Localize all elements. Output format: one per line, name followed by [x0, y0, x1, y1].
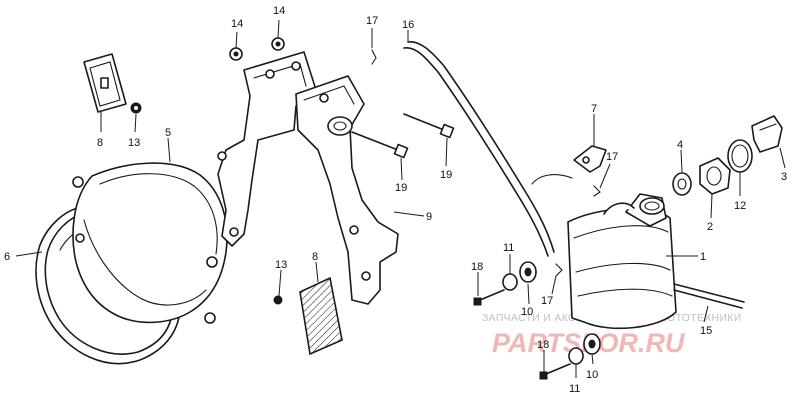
- callout-10: 10: [586, 369, 598, 381]
- callout-14: 14: [231, 18, 243, 30]
- callout-11: 11: [503, 242, 514, 254]
- callout-9: 9: [426, 211, 432, 223]
- callout-3: 3: [781, 171, 787, 183]
- part-15-overflow-tube: [673, 283, 745, 309]
- part-13-nut-top: [130, 102, 142, 114]
- part-17-clip-mid: [593, 185, 601, 197]
- part-8-rubber-pad-bottom: [299, 276, 343, 356]
- callout-10: 10: [521, 306, 533, 318]
- part-3-cover: [751, 115, 783, 153]
- part-12-gasket: [727, 139, 753, 173]
- part-14-nuts: [229, 37, 285, 61]
- callout-14: 14: [273, 5, 285, 17]
- callout-5: 5: [165, 127, 171, 139]
- part-9-bracket: [295, 75, 399, 305]
- callout-8: 8: [97, 137, 103, 149]
- callout-2: 2: [707, 221, 713, 233]
- callout-17: 17: [541, 295, 553, 307]
- callout-13: 13: [128, 137, 140, 149]
- callout-19: 19: [440, 169, 452, 181]
- callout-12: 12: [734, 200, 746, 212]
- part-8-rubber-pad-top: [83, 53, 127, 113]
- part-16-hose: [403, 41, 555, 257]
- callout-18: 18: [537, 339, 549, 351]
- part-13-nut-bottom: [273, 295, 283, 305]
- callout-1: 1: [700, 251, 706, 263]
- part-19-bolts: [351, 113, 455, 159]
- part-2-cap: [699, 157, 731, 195]
- callout-8: 8: [312, 251, 318, 263]
- callout-4: 4: [677, 139, 683, 151]
- callout-15: 15: [700, 325, 712, 337]
- callout-17: 17: [366, 15, 378, 27]
- mounting-bracket-left: [217, 51, 317, 247]
- callout-6: 6: [4, 251, 10, 263]
- callout-16: 16: [402, 19, 414, 31]
- callout-19: 19: [395, 182, 407, 194]
- callout-17: 17: [606, 151, 618, 163]
- part-4-washer: [672, 172, 692, 196]
- callout-7: 7: [591, 103, 597, 115]
- part-7-tank-bracket: [531, 145, 607, 185]
- part-1-reservoir-tank: [567, 193, 677, 330]
- fastener-set-lower: [539, 333, 601, 380]
- part-17-clip-bottom: [555, 263, 563, 277]
- part-5-cover: [72, 162, 228, 324]
- fastener-set-upper: [473, 261, 537, 306]
- callout-13: 13: [275, 259, 287, 271]
- part-17-clip-top: [371, 49, 377, 65]
- leader-lines: [15, 19, 786, 378]
- callout-11: 11: [569, 383, 580, 395]
- callout-labels: 14 14 17 16 8 13 5 6 19 19 9 7 17 4 3 2 …: [4, 5, 787, 395]
- callout-18: 18: [471, 261, 483, 273]
